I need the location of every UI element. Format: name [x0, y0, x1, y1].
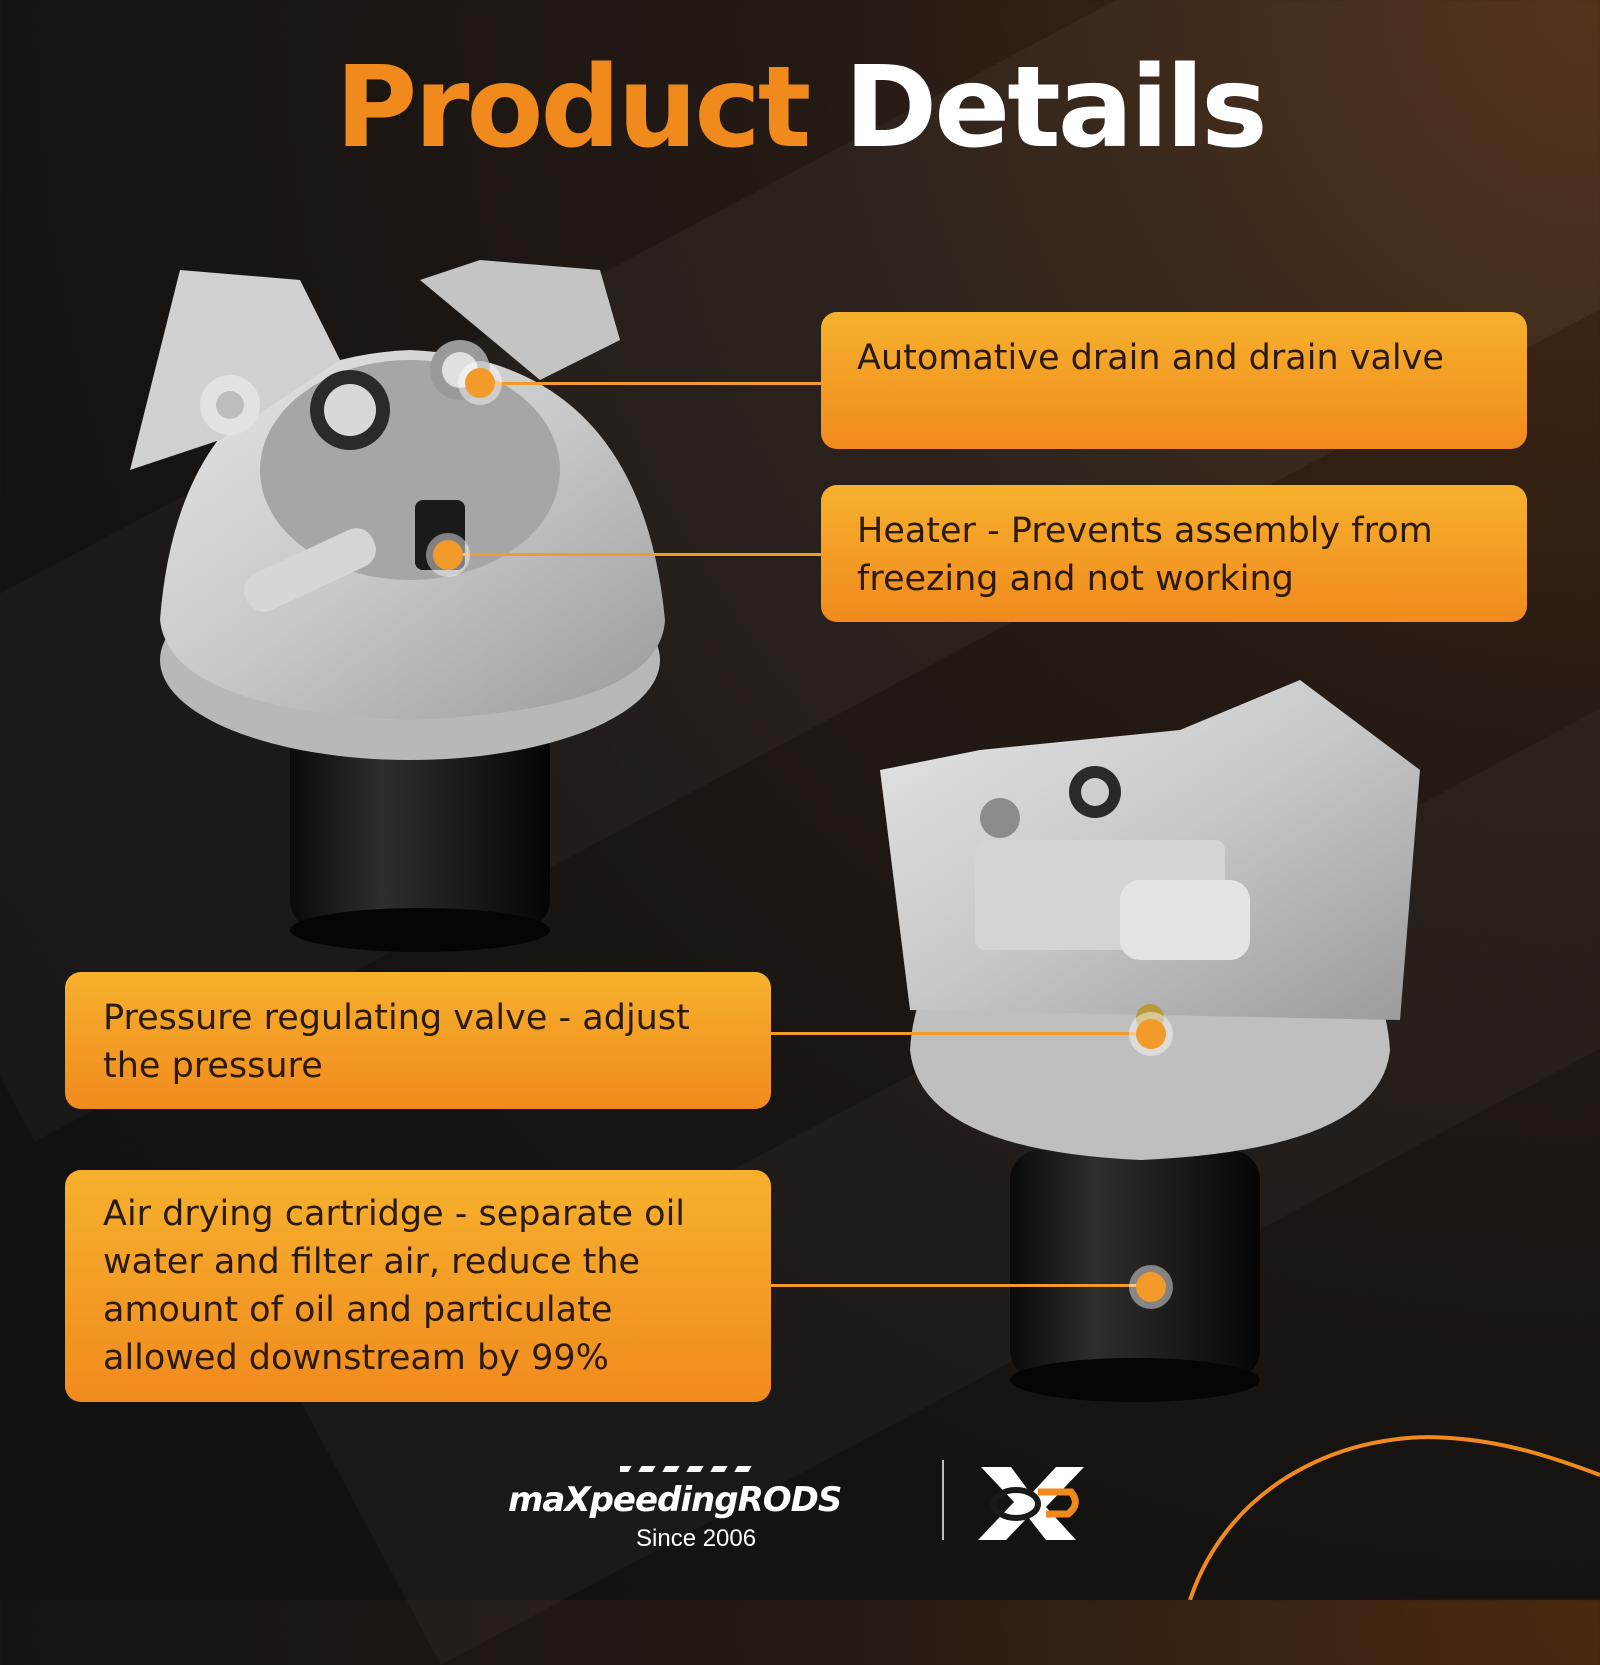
title-word-product: Product [335, 43, 811, 173]
decorative-arc [1188, 1435, 1600, 1600]
brand-name: maXpeedingRODS [508, 1480, 842, 1520]
leader-line [770, 1032, 1150, 1035]
page-title: Product Details [0, 52, 1600, 164]
air-dryer-top-view-image [130, 260, 665, 952]
marker-dot [433, 540, 463, 570]
callout-heater: Heater - Prevents assembly from freezing… [821, 485, 1527, 622]
air-dryer-side-view-image [880, 680, 1420, 1402]
leader-line [448, 553, 822, 556]
logo-divider [942, 1460, 944, 1540]
title-word-details: Details [844, 43, 1267, 173]
brand-logo: maXpeedingRODS Since 2006 [508, 1462, 908, 1562]
leader-line [478, 382, 822, 385]
callout-pressure-valve: Pressure regulating valve - adjust the p… [65, 972, 771, 1109]
brand-logo-icon [620, 1466, 752, 1472]
xr-logo-icon [978, 1467, 1084, 1540]
marker-dot [1136, 1272, 1166, 1302]
marker-dot [465, 368, 495, 398]
callout-drying-cartridge: Air drying cartridge - separate oil wate… [65, 1170, 771, 1402]
brand-tagline: Since 2006 [636, 1525, 757, 1552]
leader-line [770, 1284, 1150, 1287]
callout-drain-valve: Automative drain and drain valve [821, 312, 1527, 449]
marker-dot [1136, 1019, 1166, 1049]
